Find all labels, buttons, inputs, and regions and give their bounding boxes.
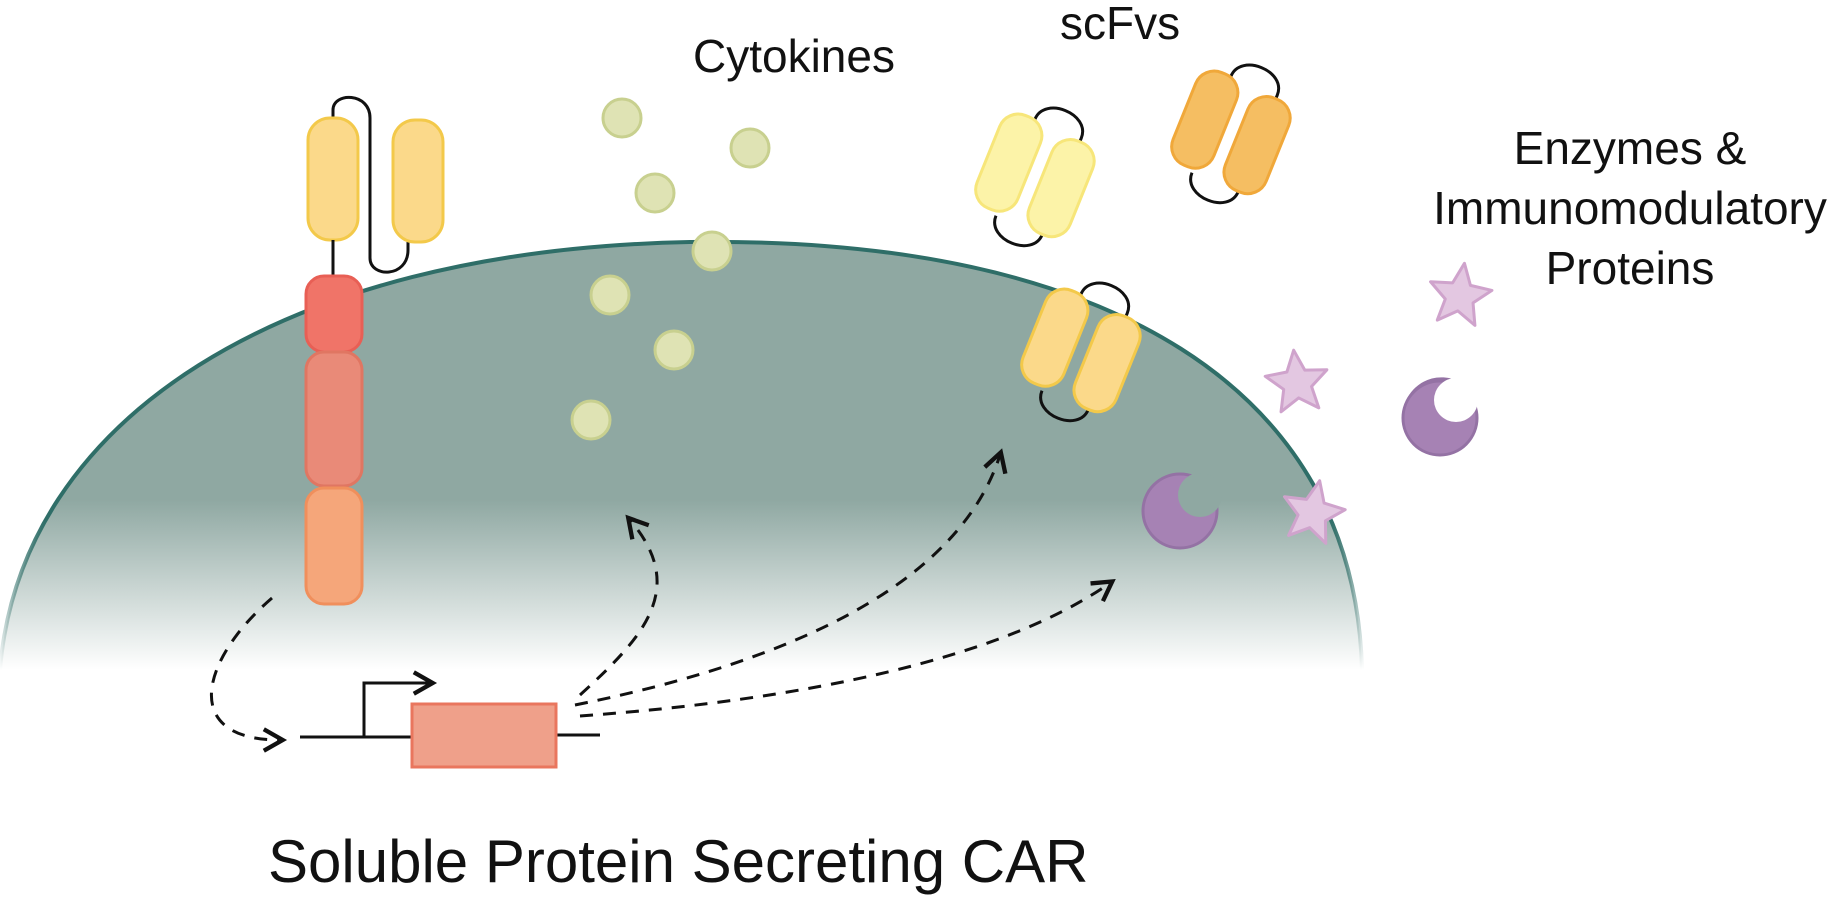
diagram-title: Soluble Protein Secreting CAR <box>268 828 1089 895</box>
scfv-3 <box>1020 281 1142 423</box>
enzymes-label: Enzymes & Immunomodulatory Proteins <box>1400 118 1847 298</box>
gene-construct <box>300 670 600 769</box>
car-hinge-domain <box>304 274 364 354</box>
dashed-arrow-icon <box>578 514 659 697</box>
dashed-arrow-icon <box>209 596 288 753</box>
enzymes-label-line-3: Proteins <box>1545 242 1715 294</box>
enzymes-label-line-1: Enzymes & <box>1513 122 1747 174</box>
transgene-box <box>410 702 558 769</box>
cytokine <box>601 97 643 139</box>
scfv-domain <box>1222 95 1292 196</box>
scfv-domain <box>1020 287 1090 388</box>
crescent-enzyme-icon <box>1401 378 1479 457</box>
crescent-enzyme-icon <box>1141 472 1222 550</box>
cytokine <box>634 172 676 214</box>
star-icon <box>1283 479 1347 545</box>
cytokines <box>570 97 771 441</box>
star-icon <box>1429 261 1494 327</box>
enzymes-label-line-2: Immunomodulatory <box>1433 182 1827 234</box>
scfv-1 <box>974 106 1096 248</box>
cytokine <box>589 274 631 316</box>
car-scfv-domain-2 <box>391 118 445 244</box>
scfv-domain <box>1170 69 1240 170</box>
dashed-arrow-icon <box>574 448 1008 707</box>
star-icon <box>1263 348 1329 414</box>
scfv-domain <box>1072 313 1142 414</box>
car-scfv-domain-1 <box>306 116 360 242</box>
scfv-domain <box>974 112 1044 213</box>
cell-membrane <box>0 239 1364 671</box>
scfv-2 <box>1170 63 1292 205</box>
cell-body <box>0 241 1362 670</box>
car-signaling-domain <box>304 486 364 606</box>
scfvs-label: scFvs <box>1060 0 1181 49</box>
car-transmembrane-domain <box>304 350 364 488</box>
cytokine <box>691 230 733 272</box>
cytokine <box>570 399 612 441</box>
cytokine <box>729 127 771 169</box>
cytokine <box>653 329 695 371</box>
dashed-arrows <box>209 448 1116 753</box>
cytokines-label: Cytokines <box>693 30 895 82</box>
promoter-arrow-icon <box>362 670 438 737</box>
dashed-arrow-icon <box>579 578 1116 718</box>
scfv-domain <box>1026 138 1096 239</box>
car-receptor <box>304 95 445 606</box>
